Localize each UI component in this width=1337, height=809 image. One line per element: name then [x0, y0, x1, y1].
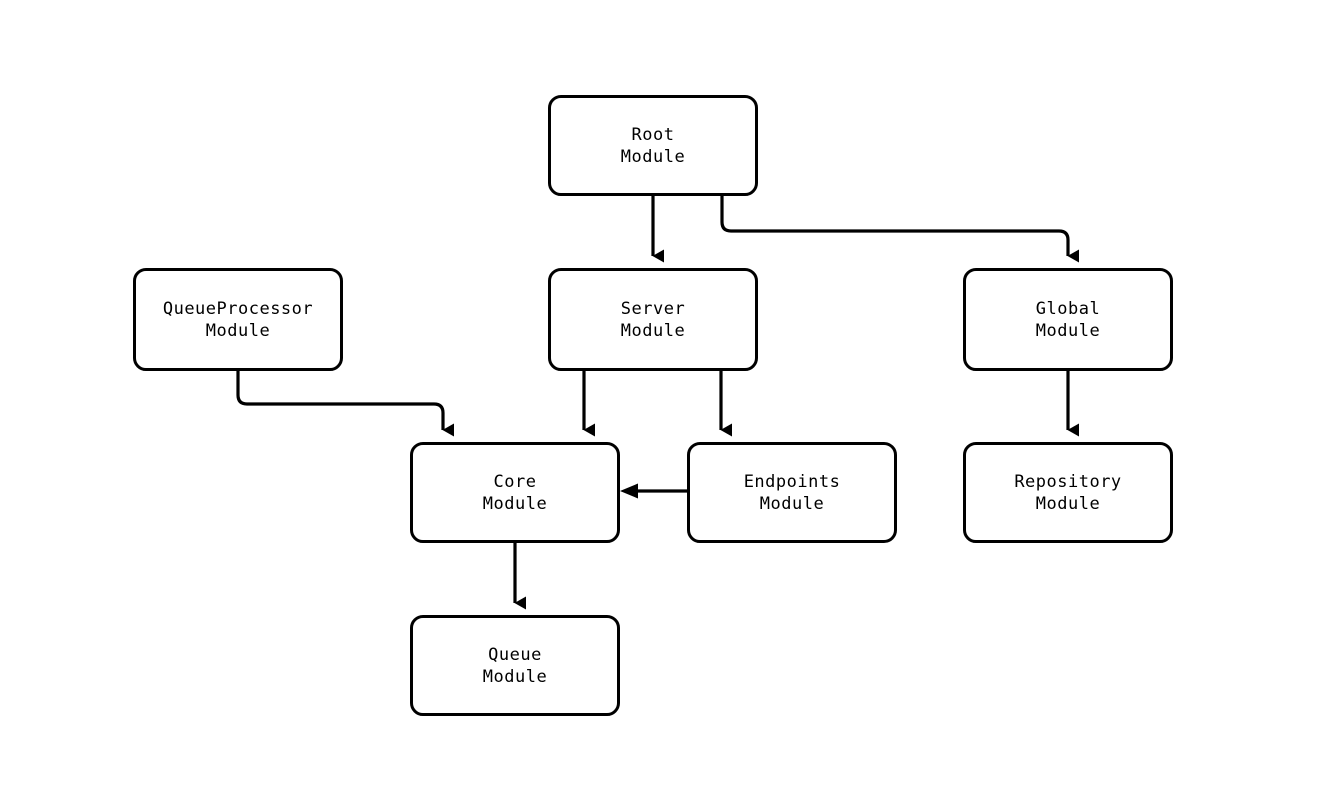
node-server-module-suffix: Module [620, 320, 686, 341]
node-global-module-name: Global [1035, 298, 1101, 319]
node-queueprocessor-module[interactable]: QueueProcessor Module [133, 268, 343, 371]
node-global-module-suffix: Module [1035, 320, 1101, 341]
node-core-module[interactable]: Core Module [410, 442, 620, 543]
node-server-module[interactable]: Server Module [548, 268, 758, 371]
edge-queueprocessor-to-core [236, 371, 454, 437]
edge-endpoints-to-core [620, 483, 687, 499]
node-queue-module-suffix: Module [482, 666, 548, 687]
node-endpoints-module-suffix: Module [759, 493, 825, 514]
node-repository-module[interactable]: Repository Module [963, 442, 1173, 543]
node-server-module-name: Server [620, 298, 686, 319]
node-root-module[interactable]: Root Module [548, 95, 758, 196]
node-global-module[interactable]: Global Module [963, 268, 1173, 371]
node-repository-module-suffix: Module [1035, 493, 1101, 514]
node-queue-module[interactable]: Queue Module [410, 615, 620, 716]
node-core-module-suffix: Module [482, 493, 548, 514]
node-core-module-name: Core [493, 471, 537, 492]
node-endpoints-module-name: Endpoints [743, 471, 841, 492]
node-endpoints-module[interactable]: Endpoints Module [687, 442, 897, 543]
node-queue-module-name: Queue [488, 644, 542, 665]
node-queueprocessor-module-name: QueueProcessor [162, 298, 314, 319]
node-queueprocessor-module-suffix: Module [205, 320, 271, 341]
node-repository-module-name: Repository [1014, 471, 1122, 492]
node-root-module-suffix: Module [620, 146, 686, 167]
node-root-module-name: Root [631, 124, 675, 145]
edge-root-to-global [720, 196, 1079, 263]
